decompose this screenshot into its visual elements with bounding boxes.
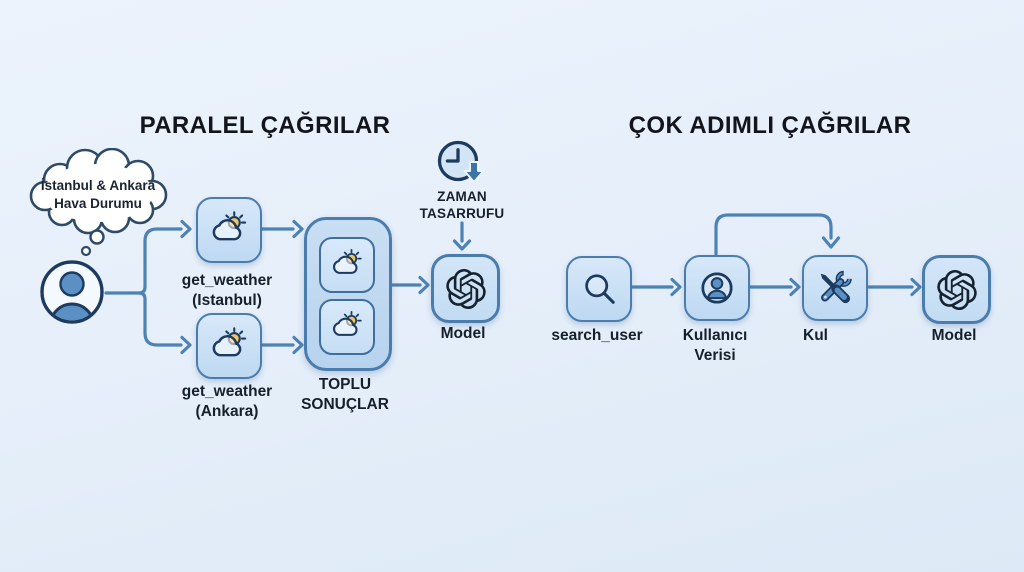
label-line: TOPLU [318, 376, 372, 393]
label-line: get_weather [181, 272, 273, 289]
parallel-title: PARALEL ÇAĞRILAR [139, 112, 391, 139]
arrow-search-to-userdata [630, 277, 682, 297]
label-batch-results: TOPLU SONUÇLAR [275, 375, 415, 415]
cloud-sun-icon [332, 310, 362, 336]
label-line: Kullanıcı [682, 327, 748, 344]
search-user-box [566, 256, 632, 322]
label-get-weather-istanbul: get_weather (Istanbul) [152, 271, 302, 311]
thought-line-2: Hava Durumu [54, 196, 142, 212]
label-line: (Istanbul) [192, 291, 262, 309]
label-tools: Kul [803, 327, 828, 344]
thought-trail-dot-small [80, 245, 92, 257]
down-arrow-badge [463, 161, 484, 183]
cloud-sun-icon [332, 248, 362, 274]
arrow-userdata-to-tools [747, 277, 801, 297]
label-search-user: search_user [551, 327, 643, 344]
arrow-userdata-skip-to-tools [714, 213, 841, 256]
label-model-parallel: Model [440, 325, 486, 342]
batch-result-box-2 [319, 299, 375, 355]
arrow-batch-to-model [387, 275, 430, 295]
clock-down-arrow-icon [437, 140, 484, 183]
arrow-ankara-to-batch [259, 335, 304, 355]
model-box-parallel [431, 254, 500, 323]
arrow-user-fork [104, 219, 192, 355]
arrow-time-saving-down [452, 221, 472, 251]
label-line: Verisi [694, 346, 736, 364]
openai-logo-icon [445, 268, 486, 309]
tool-box-get-weather-ankara [196, 313, 262, 379]
user-data-box [684, 255, 750, 321]
label-line: TASARRUFU [419, 206, 505, 222]
cloud-sun-icon [212, 327, 247, 357]
label-get-weather-ankara: get_weather (Ankara) [152, 382, 302, 422]
label-line: (Ankara) [195, 402, 259, 420]
tools-box [802, 255, 868, 321]
label-user-data: Kullanıcı Verisi [645, 326, 785, 366]
arrow-tools-to-model [867, 277, 922, 297]
label-line: get_weather [181, 383, 273, 400]
cloud-sun-icon [212, 211, 247, 241]
label-time-saving: ZAMAN TASARRUFU [402, 188, 522, 223]
model-box-multistep [922, 255, 991, 324]
thought-bubble-text: İstanbul & Ankara Hava Durumu [30, 177, 166, 213]
label-line: ZAMAN [437, 189, 487, 204]
thought-trail-dot-large [89, 229, 105, 245]
label-model-multistep: Model [931, 327, 977, 344]
batch-result-box-1 [319, 237, 375, 293]
label-line: SONUÇLAR [301, 395, 389, 413]
wrench-screwdriver-icon [820, 270, 852, 304]
batch-results-container [304, 217, 392, 371]
thought-line-1: İstanbul & Ankara [40, 178, 156, 193]
thought-bubble [29, 148, 168, 257]
openai-logo-icon [936, 269, 977, 310]
arrow-istanbul-to-batch [259, 219, 304, 239]
user-avatar-icon [40, 260, 104, 324]
multistep-title: ÇOK ADIMLI ÇAĞRILAR [628, 112, 912, 139]
person-badge-icon [701, 272, 733, 304]
tool-box-get-weather-istanbul [196, 197, 262, 263]
magnifier-icon [585, 274, 615, 304]
